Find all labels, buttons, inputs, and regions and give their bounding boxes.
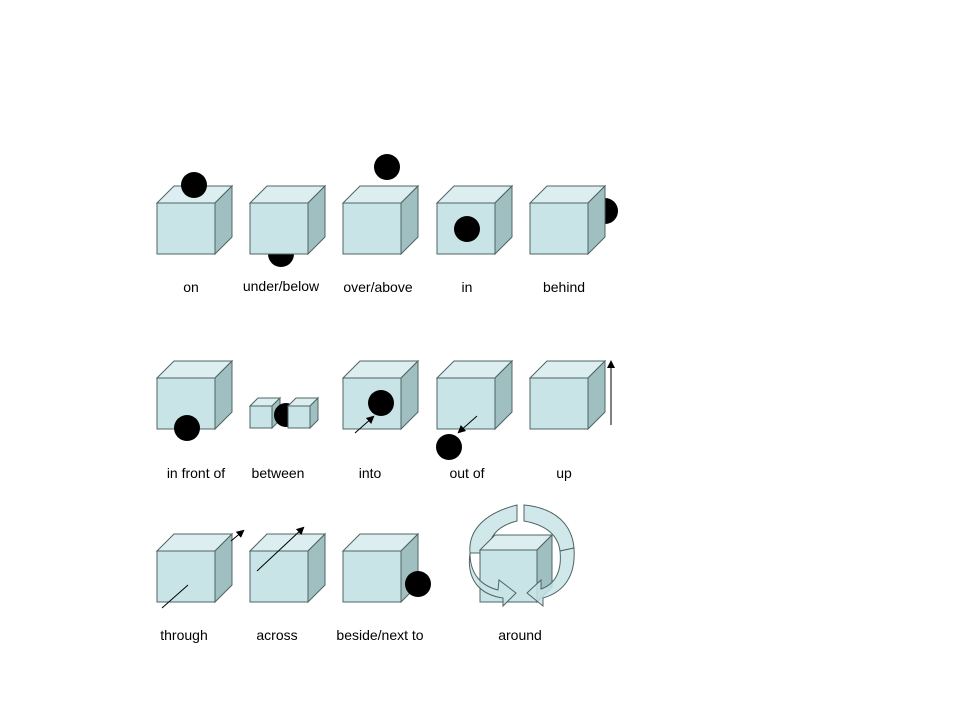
ball bbox=[174, 415, 200, 441]
label-under-below: under/below bbox=[243, 278, 320, 294]
illustration-into bbox=[341, 359, 420, 434]
cube bbox=[341, 184, 420, 256]
illustration-under-below bbox=[248, 184, 327, 267]
illustration-up bbox=[528, 359, 615, 431]
arrow-inside bbox=[161, 584, 189, 609]
label-through: through bbox=[160, 627, 207, 643]
label-around: around bbox=[498, 627, 542, 643]
illustration-beside-next-to bbox=[341, 532, 431, 604]
small-cube-left bbox=[248, 396, 282, 430]
illustration-in-front-of bbox=[155, 359, 234, 441]
cube bbox=[248, 184, 327, 256]
cube bbox=[435, 359, 514, 431]
label-on: on bbox=[183, 279, 199, 295]
small-cube-right bbox=[286, 396, 320, 430]
arrow bbox=[354, 415, 375, 434]
illustration-in bbox=[435, 184, 514, 256]
illustration-around bbox=[468, 504, 575, 608]
label-across: across bbox=[256, 627, 297, 643]
arrow bbox=[256, 526, 305, 572]
arrow bbox=[230, 529, 245, 542]
ball bbox=[405, 571, 431, 597]
label-over-above: over/above bbox=[343, 279, 412, 295]
cube bbox=[341, 532, 420, 604]
label-in: in bbox=[462, 279, 473, 295]
label-out-of: out of bbox=[449, 465, 484, 481]
illustration-across bbox=[248, 526, 327, 604]
cube bbox=[248, 532, 327, 604]
illustration-out-of bbox=[435, 359, 514, 460]
cube bbox=[155, 184, 234, 256]
label-in-front-of: in front of bbox=[167, 465, 225, 481]
label-behind: behind bbox=[543, 279, 585, 295]
ball bbox=[368, 390, 394, 416]
label-between: between bbox=[252, 465, 305, 481]
ball bbox=[374, 154, 400, 180]
illustration-between bbox=[248, 396, 320, 430]
ring-arrow-left bbox=[468, 552, 517, 608]
label-into: into bbox=[359, 465, 382, 481]
label-beside-next-to: beside/next to bbox=[336, 627, 423, 643]
arrow bbox=[457, 415, 478, 434]
illustration-through bbox=[155, 529, 245, 609]
cube bbox=[528, 359, 607, 431]
label-up: up bbox=[556, 465, 572, 481]
cube bbox=[528, 184, 607, 256]
illustration-behind bbox=[528, 184, 618, 256]
ball bbox=[181, 172, 207, 198]
ball bbox=[454, 216, 480, 242]
illustration-over-above bbox=[341, 154, 420, 256]
cube bbox=[155, 532, 234, 604]
ball bbox=[436, 434, 462, 460]
ring-arrow-right bbox=[526, 547, 575, 608]
illustration-on bbox=[155, 172, 234, 256]
